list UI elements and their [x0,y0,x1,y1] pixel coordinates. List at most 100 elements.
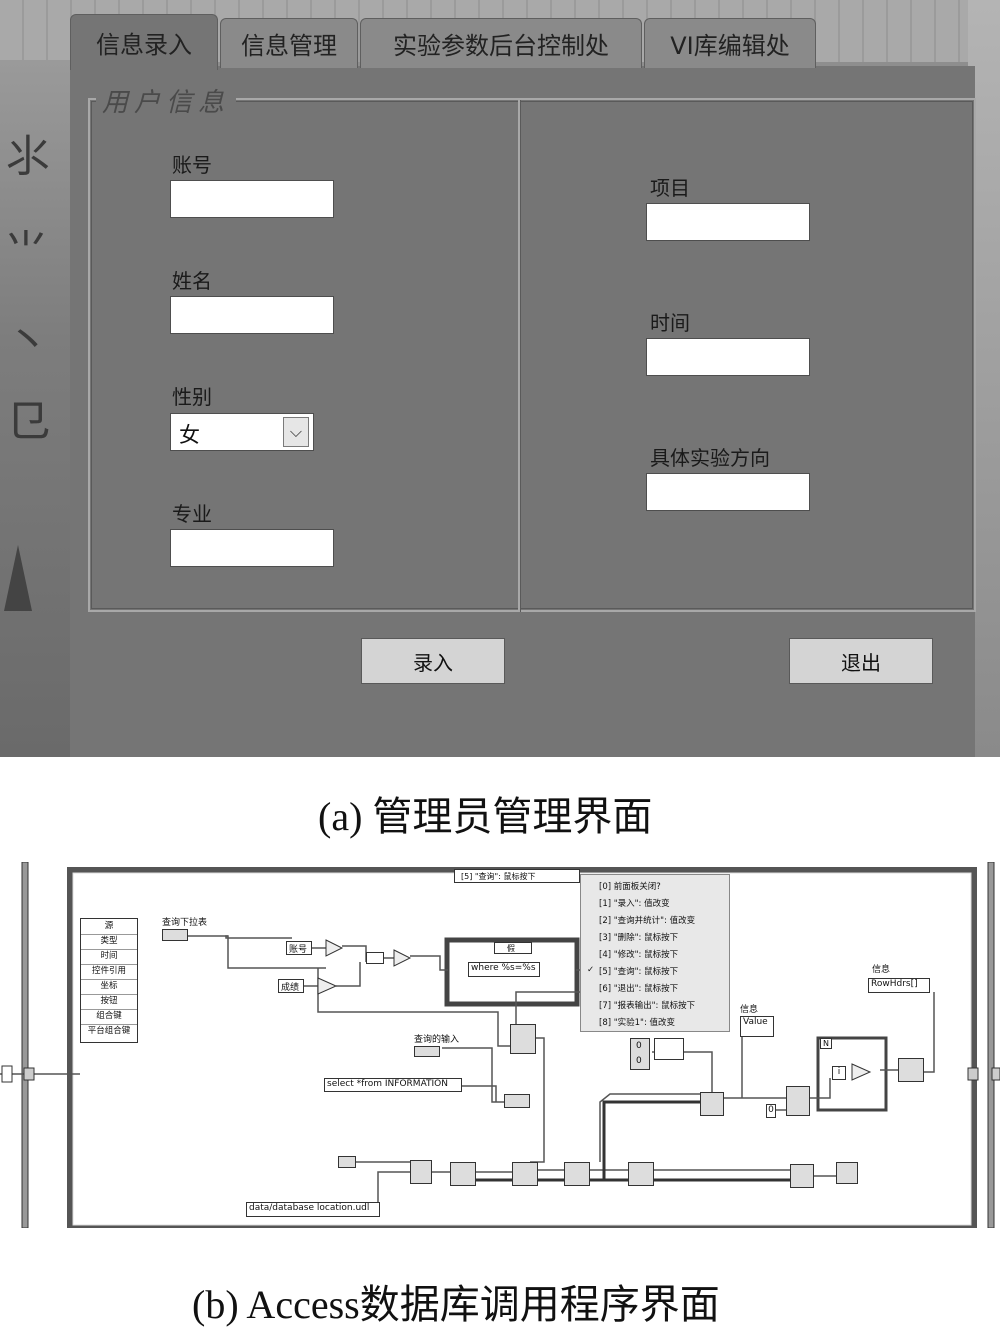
tab-label: 信息录入 [96,31,192,59]
build-array-node[interactable] [898,1058,924,1082]
thick-wires [476,1100,790,1182]
groupbox-inner-border [91,101,973,609]
case-false-label: 假 [507,944,515,953]
db-close-connection-node[interactable] [790,1164,814,1188]
db-fetch-data-node[interactable] [564,1162,590,1186]
background-photo-left [0,60,70,757]
event-data-item: 控件引用 [81,964,137,980]
db-path-constant[interactable]: data/database location.udl [246,1202,380,1217]
info-label: 信息 [740,1005,759,1015]
score-terminal[interactable]: 成绩 [278,979,304,993]
project-field[interactable] [646,203,810,241]
table-variant-node[interactable] [700,1092,724,1116]
menu-item[interactable]: [4] "修改": 鼠标按下 [599,950,679,960]
array-size-node[interactable] [786,1086,810,1116]
loop-count-terminal: N [820,1038,832,1049]
event-data-item: 按钮 [81,994,137,1010]
gender-select[interactable]: 女 ⌵ [170,413,314,451]
event-data-item: 平台组合键 [87,1026,131,1036]
tab-label: 信息管理 [241,32,337,60]
caption-a: (a) 管理员管理界面 [318,794,653,839]
enter-button[interactable]: 录入 [361,638,505,684]
numeric-array-constant[interactable]: 0 0 [630,1038,650,1070]
sql-string-constant[interactable]: select *from INFORMATION [324,1078,462,1092]
time-label: 时间 [650,311,690,335]
user-info-groupbox [88,98,976,612]
dropdown-label: 查询下拉表 [162,918,208,928]
calligraphy-mark: ⼂ [6,316,50,367]
db-free-object-node[interactable] [628,1162,654,1186]
compare-nodes [317,939,872,1081]
info-label: 信息 [872,965,891,975]
checkmark-icon: ✓ [587,965,595,975]
event-case-menu[interactable]: [0] 前面板关闭? [1] "录入": 值改变 [2] "查询并统计": 值改… [580,874,730,1032]
case-selector-false[interactable]: 假 [494,942,532,954]
case-structure-frame [444,937,580,1007]
tunnel-left [1,1065,13,1083]
direction-label: 具体实验方向 [650,446,770,470]
event-data-item: 时间 [81,949,137,965]
calligraphy-mark: ⺢ [6,131,50,182]
menu-item[interactable]: [2] "查询并统计": 值改变 [599,916,696,926]
tab-label: VI库编辑处 [670,32,790,60]
array-node[interactable] [654,1038,684,1060]
folder-icon[interactable] [338,1156,356,1168]
format-into-string-node[interactable] [510,1024,536,1054]
traffic-cone-icon [4,545,32,611]
gender-label: 性别 [172,385,212,409]
db-open-connection-node[interactable] [450,1162,476,1186]
name-field[interactable] [170,296,334,334]
menu-item-checked[interactable]: [5] "查询": 鼠标按下 [599,967,679,977]
block-diagram-screenshot: [5] "查询": 鼠标按下 [0] 前面板关闭? [1] "录入": 值改变 … [0,862,1000,1228]
loop-index-terminal: i [832,1066,846,1080]
menu-item[interactable]: [6] "退出": 鼠标按下 [599,984,679,994]
format-string-constant[interactable]: where %s=%s [468,962,540,977]
while-loop-border-left-outline [21,862,29,1228]
tab-info-management[interactable]: 信息管理 [220,18,358,68]
chevron-down-icon[interactable]: ⌵ [283,417,309,447]
info-value-property[interactable]: Value [740,1016,774,1037]
exit-button[interactable]: 退出 [789,638,933,684]
query-input-terminal[interactable] [414,1046,440,1057]
row-headers-property[interactable]: RowHdrs[] [868,978,930,993]
shift-register-left [23,1067,35,1081]
event-case-selector[interactable]: [5] "查询": 鼠标按下 [454,869,580,883]
db-execute-query-node[interactable] [512,1162,538,1186]
menu-item[interactable]: [1] "录入": 值改变 [599,899,670,909]
error-handler-node[interactable] [836,1162,858,1184]
event-data-item: 源 [81,919,137,935]
major-label: 专业 [172,502,212,526]
major-field[interactable] [170,529,334,567]
menu-item[interactable]: [0] 前面板关闭? [599,882,661,892]
tab-experiment-params[interactable]: 实验参数后台控制处 [360,18,642,68]
menu-item[interactable]: [3] "删除": 鼠标按下 [599,933,679,943]
zero-constant: 0 [636,1041,642,1051]
dropdown-terminal[interactable] [162,929,188,941]
concat-string-node[interactable] [504,1094,530,1108]
account-field[interactable] [170,180,334,218]
tab-info-entry[interactable]: 信息录入 [70,14,218,70]
zero-constant: 0 [636,1056,642,1066]
calligraphy-mark: ⺋ [6,396,50,447]
shift-register-right [967,1067,979,1081]
caption-b: (b) Access数据库调用程序界面 [192,1282,720,1327]
menu-item[interactable]: [8] "实验1": 值改变 [599,1018,676,1028]
menu-item[interactable]: [7] "报表输出": 鼠标按下 [599,1001,696,1011]
event-data-node[interactable]: 源 类型 时间 控件引用 坐标 按钮 组合键 平台组合键 [80,918,138,1043]
direction-field[interactable] [646,473,810,511]
zero-constant[interactable]: 0 [766,1104,776,1118]
select-node[interactable] [366,952,384,964]
tab-label: 实验参数后台控制处 [393,32,609,60]
account-label: 账号 [172,153,212,177]
tab-vi-library[interactable]: VI库编辑处 [644,18,816,68]
event-data-item: 类型 [81,934,137,950]
account-terminal[interactable]: 账号 [286,941,312,955]
build-path-node[interactable] [410,1160,432,1184]
event-data-item: 组合键 [81,1009,137,1025]
while-loop-border-left [22,862,28,1228]
groupbox-divider [518,100,520,612]
admin-management-screenshot: ⺢ ⺌ ⼂ ⺋ 信息录入 信息管理 实验参数后台控制处 VI库编辑处 用户信息 … [0,0,1000,757]
name-label: 姓名 [172,269,212,293]
event-data-item: 坐标 [81,979,137,995]
time-field[interactable] [646,338,810,376]
